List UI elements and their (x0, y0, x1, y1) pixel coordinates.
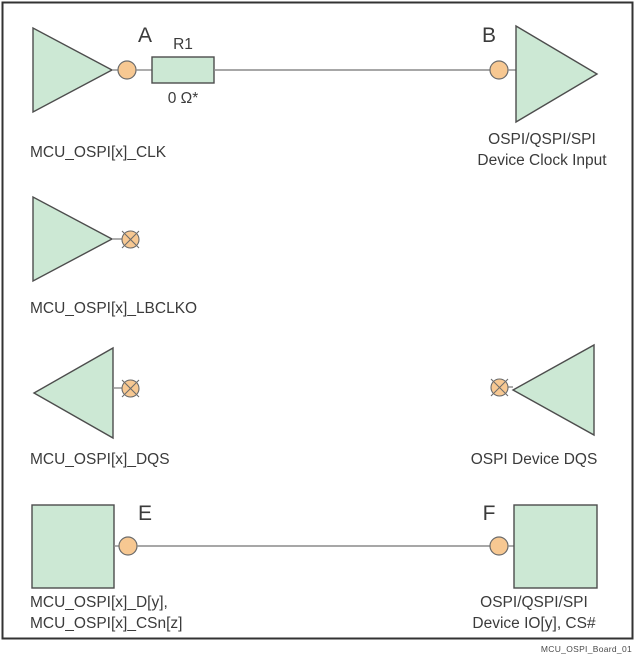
mcu-clk-output-buffer (32, 26, 114, 114)
label-mcu-data-line1: MCU_OSPI[x]_D[y], (30, 594, 168, 611)
ref-label-f: F (483, 502, 496, 525)
label-device-clock-input-line1: OSPI/QSPI/SPI (488, 131, 596, 148)
label-device-dqs: OSPI Device DQS (471, 451, 598, 468)
ref-label-b: B (482, 24, 496, 47)
mcu-lbclko-output-buffer (32, 195, 114, 283)
ref-label-a: A (138, 24, 152, 47)
resistor-r1-value: 0 Ω* (168, 90, 199, 107)
row-lbclko: MCU_OSPI[x]_LBCLKO (30, 195, 197, 317)
pin-a-ball (117, 60, 137, 80)
label-mcu-ospi-clk: MCU_OSPI[x]_CLK (30, 144, 167, 161)
label-device-clock-input-line2: Device Clock Input (477, 152, 607, 169)
label-mcu-data-line2: MCU_OSPI[x]_CSn[z] (30, 615, 182, 632)
mcu-data-bidirectional-box (31, 504, 115, 589)
diagram-footer-id: MCU_OSPI_Board_01 (541, 644, 632, 654)
label-mcu-ospi-lbclko: MCU_OSPI[x]_LBCLKO (30, 300, 197, 317)
resistor-r1-refdes: R1 (173, 36, 193, 53)
row-data: E F MCU_OSPI[x]_D[y], MCU_OSPI[x]_CSn[z]… (30, 502, 598, 632)
mcu-dqs-input-buffer (32, 346, 114, 440)
device-clock-input-buffer (515, 24, 599, 124)
label-device-io-line2: Device IO[y], CS# (472, 615, 596, 632)
device-io-bidirectional-box (513, 504, 598, 589)
pin-f-ball (489, 536, 509, 556)
resistor-r1-body (151, 56, 215, 84)
no-connect-lbclko (121, 230, 140, 249)
ref-label-e: E (138, 502, 152, 525)
no-connect-device-dqs (490, 378, 509, 397)
label-mcu-ospi-dqs: MCU_OSPI[x]_DQS (30, 451, 170, 468)
label-device-io-line1: OSPI/QSPI/SPI (480, 594, 588, 611)
row-clk: A R1 0 Ω* B MCU_OSPI[x]_CLK OSPI/QSPI/SP… (30, 24, 607, 169)
pin-b-ball (489, 60, 509, 80)
no-connect-mcu-dqs (121, 379, 140, 398)
row-dqs: MCU_OSPI[x]_DQS OSPI Device DQS (30, 343, 598, 468)
device-dqs-output-buffer (511, 343, 595, 437)
pin-e-ball (118, 536, 138, 556)
